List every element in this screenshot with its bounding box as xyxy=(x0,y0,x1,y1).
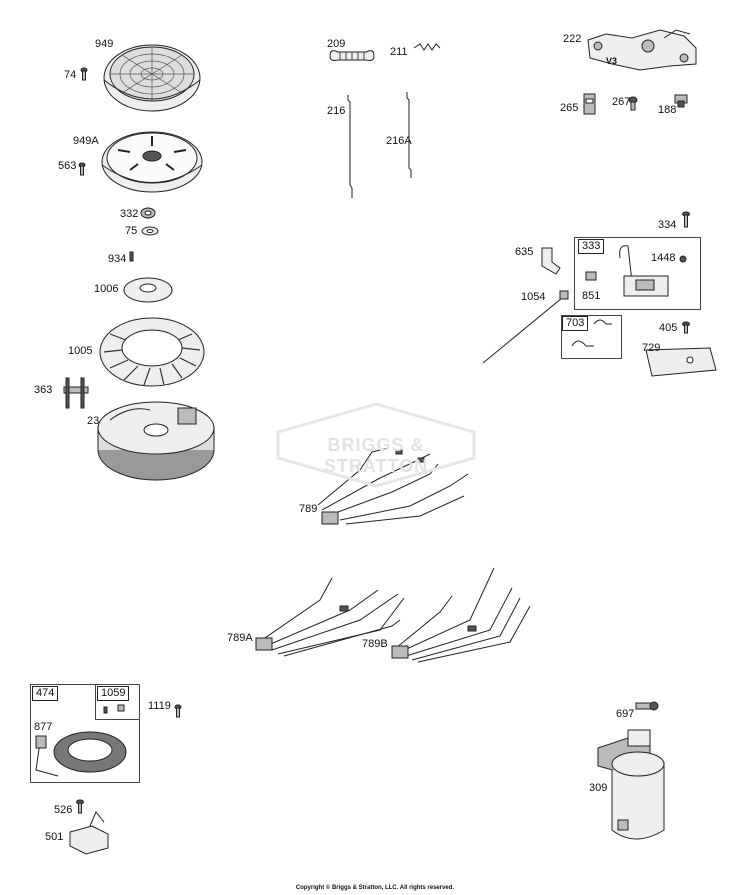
copyright-notice: Copyright © Briggs & Stratton, LLC. All … xyxy=(295,885,455,891)
callout-265: 265 xyxy=(560,102,579,114)
callout-75: 75 xyxy=(125,225,138,237)
key-part-934 xyxy=(129,251,134,262)
callout-334: 334 xyxy=(658,219,677,231)
nut-part-332 xyxy=(140,207,156,219)
callout-363: 363 xyxy=(34,384,53,396)
callout-211: 211 xyxy=(390,46,408,58)
cable-tie-part-1054 xyxy=(482,290,569,364)
part-frame-474 xyxy=(30,684,140,783)
spring-part-209 xyxy=(329,50,375,61)
callout-563: 563 xyxy=(58,160,77,172)
screw-part-267 xyxy=(628,96,638,111)
callout-267: 267 xyxy=(612,96,631,108)
callout-1006: 1006 xyxy=(94,283,119,295)
spark-plug-boot-part-635 xyxy=(541,247,561,275)
callout-789: 789 xyxy=(299,503,318,515)
part-mark-v3: V3 xyxy=(606,56,618,66)
link-part-216a xyxy=(406,92,412,178)
callout-309: 309 xyxy=(589,782,608,794)
callout-222: 222 xyxy=(563,33,582,45)
callout-216: 216 xyxy=(327,105,346,117)
clamp-part-703 xyxy=(571,319,612,347)
callout-1005: 1005 xyxy=(68,345,93,357)
callout-877: 877 xyxy=(34,721,53,733)
flywheel-part-23 xyxy=(97,401,215,481)
alternator-part-877 xyxy=(35,731,127,777)
callout-949a: 949A xyxy=(73,135,99,147)
screw-part-1119 xyxy=(174,704,182,718)
callout-474: 474 xyxy=(32,686,59,701)
callout-333: 333 xyxy=(578,239,605,254)
screw-part-74 xyxy=(80,67,88,81)
hub-part-1006 xyxy=(123,277,173,303)
armature-part-333 xyxy=(585,245,687,297)
washer-part-75 xyxy=(141,226,159,236)
screw-part-334 xyxy=(682,211,690,228)
screen-base-part-949a xyxy=(101,131,203,193)
callout-209: 209 xyxy=(327,38,346,50)
callout-1119: 1119 xyxy=(148,700,171,712)
shield-part-729 xyxy=(645,347,717,377)
callout-635: 635 xyxy=(515,246,534,258)
screw-part-526 xyxy=(76,799,84,814)
callout-789b: 789B xyxy=(362,638,388,650)
screw-part-405 xyxy=(682,321,690,334)
part-frame-1059 xyxy=(95,684,140,720)
bracket-part-265 xyxy=(583,93,596,115)
bracket-part-222 xyxy=(587,29,697,71)
fan-part-1005 xyxy=(99,317,205,387)
callout-703: 703 xyxy=(562,316,589,331)
screw-part-563 xyxy=(78,162,86,176)
callout-729: 729 xyxy=(642,342,661,354)
callout-697: 697 xyxy=(616,708,635,720)
callout-934: 934 xyxy=(108,253,127,265)
callout-789a: 789A xyxy=(227,632,253,644)
bracket-part-363 xyxy=(63,377,89,409)
callout-851: 851 xyxy=(582,290,601,302)
spring-part-211 xyxy=(413,43,441,51)
screw-part-697 xyxy=(635,701,659,711)
callout-526: 526 xyxy=(54,804,73,816)
screw-part-1059 xyxy=(103,704,125,714)
callout-74: 74 xyxy=(64,69,77,81)
callout-188: 188 xyxy=(658,104,677,116)
wire-harness-part-789 xyxy=(317,447,469,525)
screw-part-188 xyxy=(674,94,688,108)
callout-405: 405 xyxy=(659,322,678,334)
starter-motor-part-309 xyxy=(597,729,665,840)
callout-23: 23 xyxy=(87,415,100,427)
rectifier-part-501 xyxy=(69,811,109,855)
callout-1059: 1059 xyxy=(97,686,130,701)
callout-216a: 216A xyxy=(386,135,412,147)
part-frame-333 xyxy=(574,237,701,310)
callout-949: 949 xyxy=(95,38,114,50)
wire-harness-part-789b xyxy=(391,567,531,663)
callout-501: 501 xyxy=(45,831,64,843)
callout-1054: 1054 xyxy=(521,291,546,303)
link-part-216 xyxy=(347,95,353,198)
callout-1448: 1448 xyxy=(651,252,676,264)
wire-harness-part-789a xyxy=(255,577,405,657)
callout-332: 332 xyxy=(120,208,139,220)
blower-screen-part-949 xyxy=(103,44,201,112)
part-frame-703 xyxy=(561,315,622,359)
